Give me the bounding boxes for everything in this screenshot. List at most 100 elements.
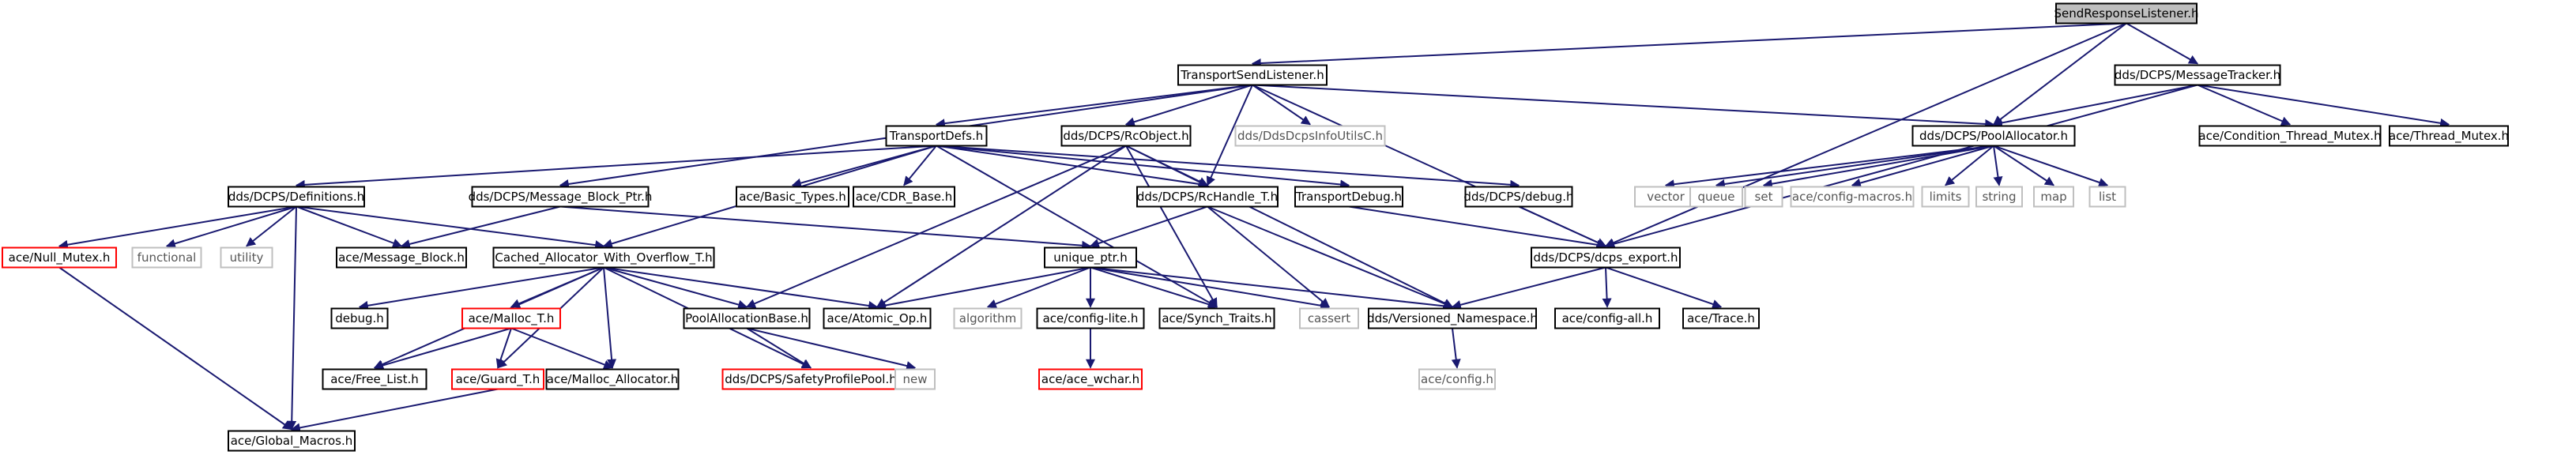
node-box <box>220 246 273 269</box>
node-label: unique_ptr.h <box>1053 250 1127 265</box>
node-label: PoolAllocationBase.h <box>685 311 808 325</box>
edge-transportsendlistener-to-ddsdcpsinfoutilsc <box>1252 84 1311 126</box>
node-box <box>1060 125 1192 147</box>
edge-dcpsexport-to-trace <box>1605 266 1723 309</box>
node-box <box>1294 186 1403 208</box>
node-string: string <box>1975 186 2023 208</box>
node-box <box>721 368 900 390</box>
edge-malloct-to-guardt <box>495 328 512 369</box>
node-ace-cdr-base-h[interactable]: ace/CDR_Base.h <box>853 186 955 208</box>
node-ace-ace-wchar-h[interactable]: ace/ace_wchar.h <box>1038 368 1143 390</box>
edge-sendresponselistener-to-dcpsexport <box>1604 22 2127 247</box>
node-box <box>131 246 202 269</box>
node-box <box>1158 307 1275 329</box>
node-ace-null-mutex-h[interactable]: ace/Null_Mutex.h <box>2 246 117 269</box>
node-ace-condition-thread-mutex-h[interactable]: ace/Condition_Thread_Mutex.h <box>2198 125 2382 147</box>
node-box <box>1299 307 1359 329</box>
edge-poolallocator-to-list <box>1993 145 2109 187</box>
node-label: dds/DCPS/debug.h <box>1463 190 1573 204</box>
node-ace-thread-mutex-h[interactable]: ace/Thread_Mutex.h <box>2389 125 2509 147</box>
node-dds-dcps-dcps-export-h[interactable]: dds/DCPS/dcps_export.h <box>1531 246 1681 269</box>
node-ace-config-h: ace/config.h <box>1418 368 1496 390</box>
node-transportdefs-h[interactable]: TransportDefs.h <box>885 125 988 147</box>
node-ace-trace-h[interactable]: ace/Trace.h <box>1682 307 1760 329</box>
edge-definitions-to-messageblock <box>296 205 403 248</box>
node-label: functional <box>137 250 197 265</box>
node-box <box>2 246 117 269</box>
node-ace-malloc-t-h[interactable]: ace/Malloc_T.h <box>461 307 561 329</box>
node-dds-dcps-messagetracker-h[interactable]: dds/DCPS/MessageTracker.h <box>2114 64 2281 86</box>
node-dds-dcps-definitions-h[interactable]: dds/DCPS/Definitions.h <box>228 186 365 208</box>
node-transportdebug-h[interactable]: TransportDebug.h <box>1294 186 1403 208</box>
node-label: ace/config-macros.h <box>1792 190 1912 204</box>
node-ace-message-block-h[interactable]: ace/Message_Block.h <box>336 246 467 269</box>
node-transportsendlistener-h[interactable]: TransportSendListener.h <box>1177 64 1328 86</box>
node-label: limits <box>1930 190 1962 204</box>
node-dds-dcps-rcobject-h[interactable]: dds/DCPS/RcObject.h <box>1060 125 1192 147</box>
node-box <box>2114 64 2281 86</box>
edge-transportdebug-to-dcpsexport <box>1348 205 1607 250</box>
edge-rcobject-to-atomicop <box>876 145 1127 308</box>
node-sendresponselistener-h[interactable]: SendResponseListener.h <box>2054 2 2199 24</box>
node-debug-h[interactable]: debug.h <box>330 307 389 329</box>
edge-poolallocator-to-vector <box>1664 145 1994 190</box>
node-dds-versioned-namespace-h[interactable]: dds/Versioned_Namespace.h <box>1367 307 1538 329</box>
edge-poolallocator-to-set <box>1762 145 1994 189</box>
node-dds-dcps-rchandle-t-h[interactable]: dds/DCPS/RcHandle_T.h <box>1136 186 1279 208</box>
node-box <box>492 246 715 269</box>
edge-poolallocationbase-to-new <box>746 327 917 371</box>
node-ace-atomic-op-h[interactable]: ace/Atomic_Op.h <box>823 307 932 329</box>
edge-messageblockptr-to-messageblock <box>400 205 561 249</box>
node-ace-synch-traits-h[interactable]: ace/Synch_Traits.h <box>1158 307 1275 329</box>
node-label: ace/Condition_Thread_Mutex.h <box>2198 129 2381 144</box>
node-label: ace/Malloc_T.h <box>469 311 555 326</box>
node-box <box>2033 186 2074 208</box>
node-box <box>1911 125 2076 147</box>
edge-poolallocator-to-limits <box>1945 145 1994 186</box>
node-box <box>953 307 1022 329</box>
node-box <box>2389 125 2509 147</box>
node-label: dds/DCPS/MessageTracker.h <box>2115 68 2280 82</box>
node-unique-ptr-h[interactable]: unique_ptr.h <box>1044 246 1137 269</box>
node-ace-config-lite-h[interactable]: ace/config-lite.h <box>1036 307 1145 329</box>
node-label: ace/Global_Macros.h <box>231 434 353 449</box>
node-box <box>330 307 389 329</box>
node-label: ace/Message_Block.h <box>338 250 465 265</box>
edge-nullmutex-to-globalmacros <box>58 266 292 431</box>
node-dds-dcps-poolallocator-h[interactable]: dds/DCPS/PoolAllocator.h <box>1911 125 2076 147</box>
edge-debug-to-dcpsexport <box>1518 205 1607 247</box>
edge-cachedallocator-to-debugh <box>358 266 604 310</box>
node-label: TransportDefs.h <box>889 129 984 143</box>
node-box <box>461 307 561 329</box>
node-box <box>894 368 936 390</box>
node-label: ace/Thread_Mutex.h <box>2389 129 2509 144</box>
node-dds-dcps-debug-h[interactable]: dds/DCPS/debug.h <box>1463 186 1574 208</box>
node-label: dds/DCPS/RcObject.h <box>1063 129 1188 143</box>
edge-transportsendlistener-to-rchandlet <box>1206 85 1253 186</box>
node-dds-dcps-safetyprofilepool-h[interactable]: dds/DCPS/SafetyProfilePool.h <box>721 368 900 390</box>
node-dds-dcps-message-block-ptr-h[interactable]: dds/DCPS/Message_Block_Ptr.h <box>469 186 653 208</box>
edge-definitions-to-globalmacros <box>287 206 297 431</box>
node-ace-malloc-allocator-h[interactable]: ace/Malloc_Allocator.h <box>545 368 680 390</box>
node-cached-allocator-with-overflow-t-h[interactable]: Cached_Allocator_With_Overflow_T.h <box>492 246 715 269</box>
node-box <box>1921 186 1970 208</box>
node-ace-global-macros-h[interactable]: ace/Global_Macros.h <box>228 430 356 452</box>
node-label: list <box>2099 190 2116 204</box>
node-ace-free-list-h[interactable]: ace/Free_List.h <box>322 368 427 390</box>
node-ace-config-all-h[interactable]: ace/config-all.h <box>1554 307 1660 329</box>
node-new: new <box>894 368 936 390</box>
node-label: ace/Trace.h <box>1687 311 1755 325</box>
edge-rchandlet-to-uniqueptr <box>1089 205 1208 248</box>
edge-transportdefs-to-rchandlet <box>936 145 1209 189</box>
node-poolallocationbase-h[interactable]: PoolAllocationBase.h <box>683 307 811 329</box>
edge-rcobject-to-versionednamespace <box>1125 145 1454 308</box>
node-ace-basic-types-h[interactable]: ace/Basic_Types.h <box>736 186 849 208</box>
node-algorithm: algorithm <box>953 307 1022 329</box>
node-list: list <box>2088 186 2126 208</box>
node-label: new <box>902 372 927 386</box>
node-label: algorithm <box>959 311 1016 325</box>
node-box <box>545 368 680 390</box>
node-ace-guard-t-h[interactable]: ace/Guard_T.h <box>451 368 544 390</box>
node-label: cassert <box>1308 311 1350 325</box>
edge-poolallocationbase-to-safetyprofilepool <box>746 327 812 369</box>
